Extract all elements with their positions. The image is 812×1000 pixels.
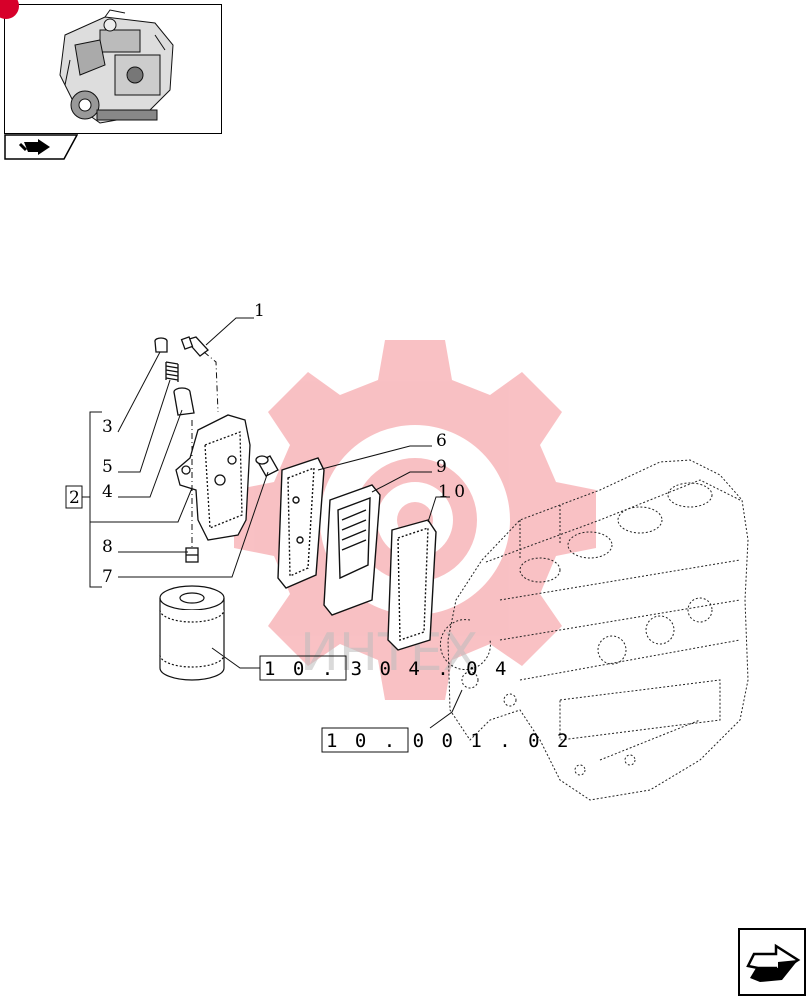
engine-thumbnail[interactable]	[0, 0, 222, 134]
thumbnail-tab[interactable]	[4, 134, 79, 160]
ref-oil-filter[interactable]: 1 0 . 3 0 4 . 0 4	[259, 655, 509, 681]
label-part-10: 1 0	[438, 482, 465, 502]
next-page-arrow-icon	[746, 943, 801, 982]
arrow-right-icon	[4, 134, 79, 160]
gasket-part-6	[277, 457, 325, 589]
label-part-2: 2	[69, 488, 80, 508]
oil-cooler-part-9	[323, 484, 381, 616]
engine-thumbnail-icon	[59, 9, 174, 124]
screw-part-1	[180, 336, 209, 357]
label-part-6: 6	[436, 431, 447, 451]
ref-oil-filter-text[interactable]: 1 0 . 3 0 4 . 0 4	[264, 658, 509, 680]
label-part-1: 1	[254, 301, 265, 321]
label-part-5: 5	[102, 457, 113, 477]
leader-lines	[80, 317, 463, 729]
ref-engine-block[interactable]: 1 0 . 0 0 1 . 0 2	[321, 727, 571, 753]
label-part-7: 7	[102, 567, 113, 587]
engine-block	[439, 459, 749, 801]
next-page-button[interactable]	[738, 928, 806, 996]
oil-filter-cartridge	[159, 585, 225, 681]
label-part-8: 8	[102, 537, 113, 557]
red-marker-icon	[0, 0, 19, 19]
gasket-part-10	[387, 519, 437, 651]
valve-part-4	[173, 387, 195, 416]
oil-filter-housing	[175, 414, 251, 541]
label-part-2-box	[65, 485, 83, 509]
label-part-4: 4	[102, 482, 113, 502]
label-part-3: 3	[102, 417, 113, 437]
ref-engine-block-text[interactable]: 1 0 . 0 0 1 . 0 2	[326, 730, 571, 752]
spring-part-5	[165, 361, 179, 382]
plug-part-8	[185, 547, 199, 563]
cap-part-3	[154, 337, 168, 353]
label-part-9: 9	[436, 457, 447, 477]
fitting-part-7	[255, 455, 279, 477]
assembly-axis-lines	[191, 351, 219, 548]
